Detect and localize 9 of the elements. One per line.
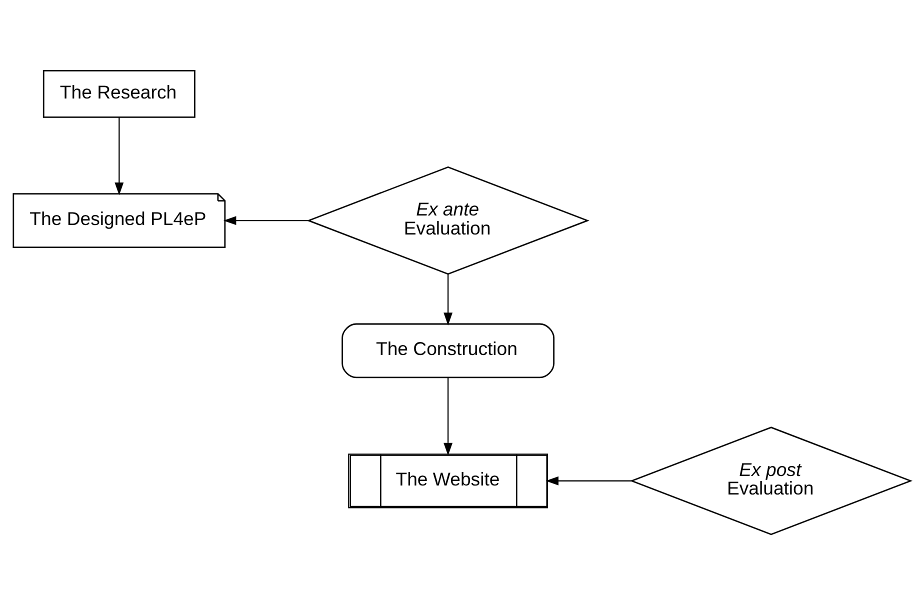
arrow [546,476,632,486]
arrow [444,274,453,326]
node-box: The Construction [342,323,554,378]
arrow [223,216,308,226]
arrow [114,117,124,196]
node-diamond: Ex post Evaluation [630,426,913,536]
node-box: The Research [42,70,196,118]
node-diamond: Ex ante Evaluation [306,166,590,275]
arrow [444,378,453,456]
